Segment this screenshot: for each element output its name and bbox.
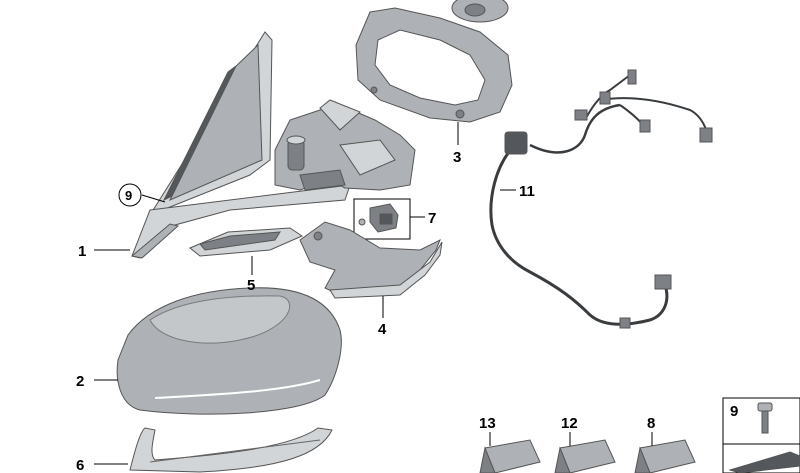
part-box-8 — [634, 439, 696, 473]
part-box-13 — [479, 439, 541, 473]
mirror-frame-part-3 — [355, 7, 513, 123]
label-part-4: 4 — [378, 321, 387, 338]
label-part-12: 12 — [561, 415, 578, 432]
label-part-7: 7 — [428, 210, 436, 227]
mirror-base-part-1 — [130, 31, 351, 259]
leader-lines — [94, 122, 653, 465]
indicator-strip-part-6 — [129, 427, 333, 473]
top-motor-part — [451, 0, 509, 23]
label-part-5: 5 — [247, 277, 255, 294]
label-part-13: 13 — [479, 415, 496, 432]
label-part-2: 2 — [76, 373, 84, 390]
trim-part-5 — [189, 227, 304, 257]
label-part-8: 8 — [647, 415, 655, 432]
label-part-11: 11 — [519, 183, 535, 200]
label-part-6: 6 — [76, 457, 84, 473]
callout-circle-9 — [118, 183, 142, 207]
label-part-3: 3 — [453, 149, 461, 166]
screw-box-9 — [722, 397, 800, 473]
lower-housing-part-4 — [299, 221, 443, 299]
mirror-cap-part-2 — [116, 287, 342, 415]
bracket-part-7 — [353, 198, 411, 240]
wiring-harness-part-11 — [489, 69, 713, 329]
mirror-bracket-assembly — [274, 99, 416, 191]
part-box-12 — [554, 439, 616, 473]
label-part-1: 1 — [78, 243, 86, 260]
label-part-9-box: 9 — [730, 403, 738, 420]
label-part-9-circled: 9 — [125, 188, 132, 203]
